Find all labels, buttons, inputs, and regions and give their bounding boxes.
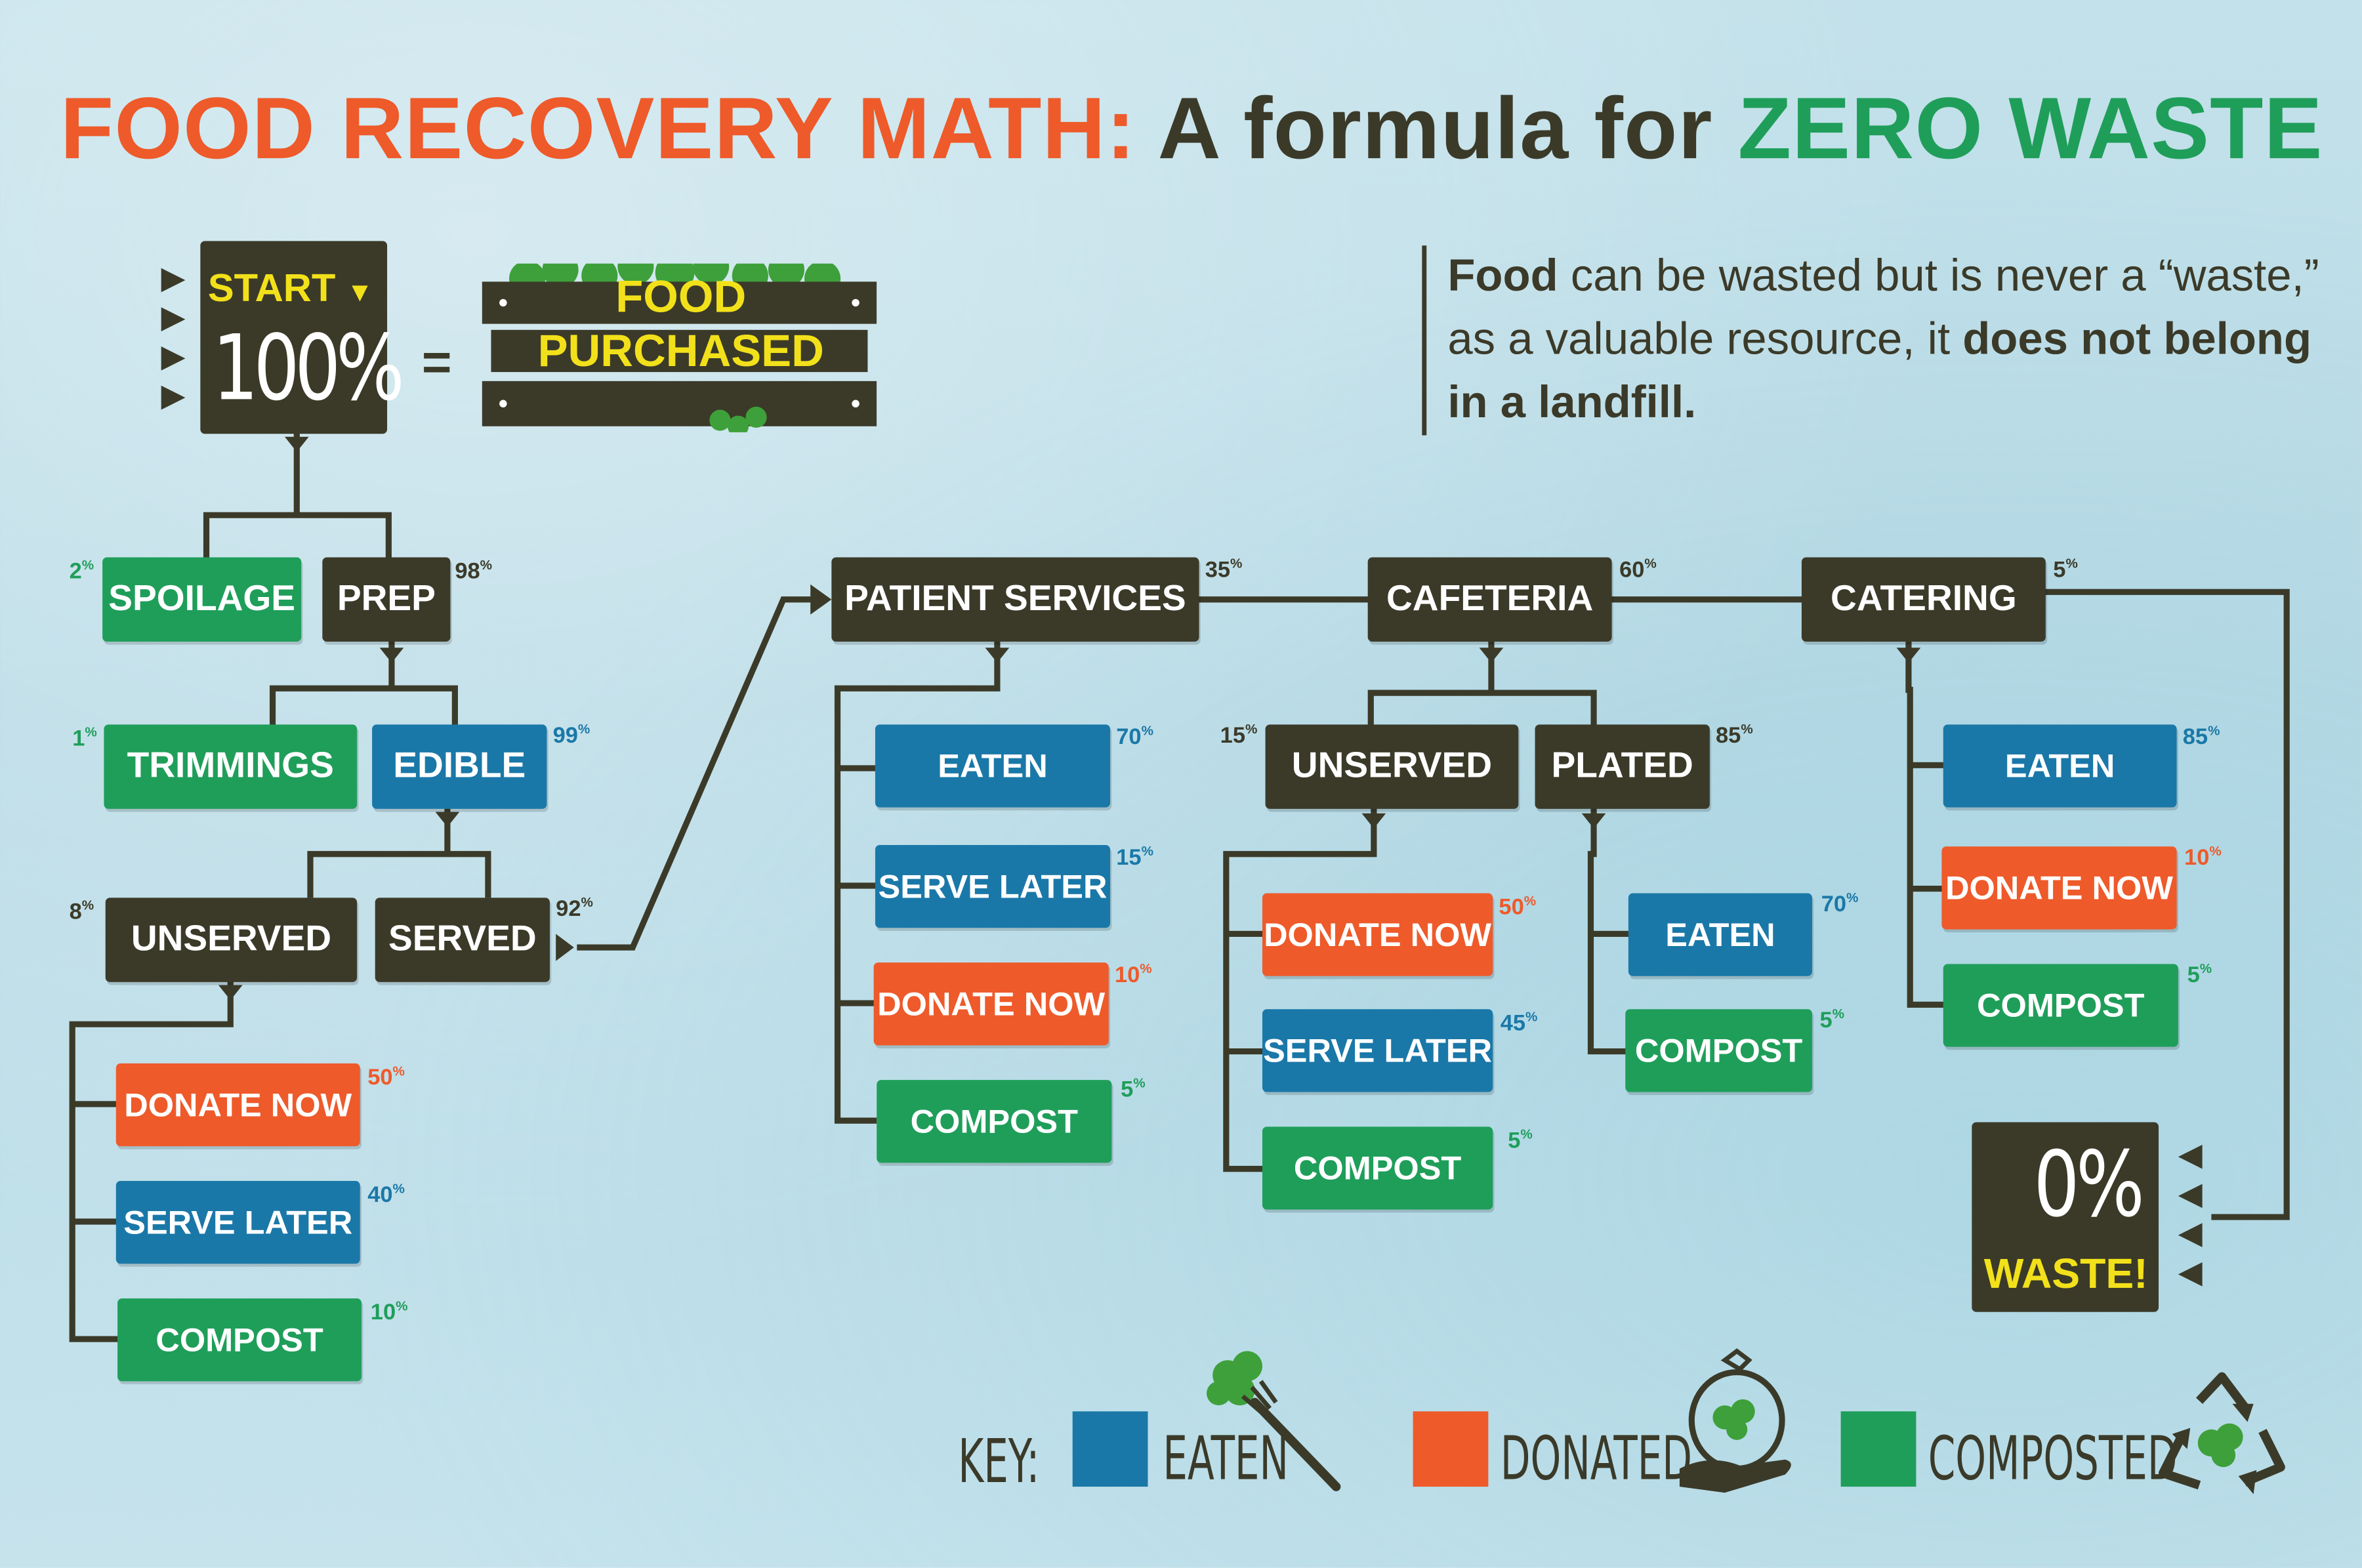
node-patient-compost: COMPOST — [877, 1080, 1112, 1163]
node-catering: CATERING — [1801, 557, 2046, 642]
node-patient-eaten: EATEN — [875, 724, 1111, 808]
pct-cafeteria-plated: 85% — [1716, 721, 1753, 749]
donation-hand-icon — [1679, 1348, 1791, 1493]
pct-patient-serve-later: 15% — [1116, 843, 1153, 871]
pct-edible: 99% — [552, 721, 590, 749]
node-cafeteria-unserved: UNSERVED — [1265, 724, 1519, 809]
pct-catering-compost: 5% — [2187, 960, 2212, 989]
broccoli-fork-icon — [1207, 1351, 1341, 1491]
node-cafeteria-donate: DONATE NOW — [1262, 893, 1493, 976]
tagline-quote: Food can be wasted but is never a “waste… — [1422, 245, 2352, 436]
pct-unserved-donate: 50% — [367, 1063, 405, 1091]
node-catering-donate: DONATE NOW — [1941, 846, 2177, 930]
pct-catering-eaten: 85% — [2182, 723, 2220, 751]
pct-unserved-compost: 10% — [370, 1298, 408, 1326]
title-part-3: ZERO WASTE — [1737, 79, 2323, 178]
key-donated-label: DONATED — [1500, 1424, 1693, 1495]
pct-cafeteria-serve-later: 45% — [1500, 1009, 1538, 1037]
pct-cafeteria-unserved: 15% — [1220, 721, 1258, 749]
pct-unserved: 8% — [69, 897, 94, 925]
key-label: KEY: — [958, 1428, 1040, 1498]
pct-spoilage: 2% — [69, 557, 94, 585]
pct-trimmings: 1% — [72, 724, 97, 752]
node-cafeteria: CAFETERIA — [1367, 557, 1612, 642]
node-unserved-donate: DONATE NOW — [115, 1063, 360, 1147]
key-donated-swatch — [1413, 1411, 1489, 1487]
pct-served: 92% — [556, 894, 593, 922]
node-patient-donate: DONATE NOW — [873, 962, 1109, 1046]
node-prep: PREP — [322, 557, 451, 642]
food-crate-icon — [482, 263, 877, 432]
key-eaten-swatch — [1072, 1411, 1148, 1487]
start-value: 100% — [212, 316, 405, 422]
quote-bold-2: does not belong in a landfill. — [1447, 314, 2312, 428]
node-unserved: UNSERVED — [105, 897, 358, 982]
quote-text: can be wasted but is never a “waste,” as… — [1447, 251, 2319, 365]
title-part-2: A formula for — [1157, 79, 1713, 178]
zero-waste-value: 0% — [2033, 1132, 2144, 1239]
node-cafeteria-compost: COMPOST — [1262, 1126, 1493, 1210]
node-plated-compost: COMPOST — [1625, 1009, 1812, 1092]
zero-waste-box — [1972, 1122, 2159, 1312]
node-cafeteria-plated: PLATED — [1535, 724, 1710, 809]
recycle-icon — [2159, 1372, 2285, 1495]
page-title: FOOD RECOVERY MATH: A formula for ZERO W… — [60, 78, 2323, 179]
quote-bold-1: Food — [1447, 251, 1558, 302]
node-spoilage: SPOILAGE — [102, 557, 302, 642]
food-purchased-label: FOOD PURCHASED — [537, 272, 824, 377]
key-composted-swatch — [1840, 1411, 1917, 1487]
equals-sign: = — [421, 334, 452, 392]
pct-patient-services: 35% — [1205, 556, 1243, 583]
pct-unserved-serve-later: 40% — [367, 1180, 405, 1208]
pct-catering: 5% — [2053, 556, 2078, 583]
node-catering-eaten: EATEN — [1943, 724, 2177, 808]
node-patient-serve-later: SERVE LATER — [875, 845, 1111, 928]
pct-cafeteria: 60% — [1619, 556, 1657, 583]
pct-cafeteria-donate: 50% — [1499, 893, 1537, 920]
pct-catering-donate: 10% — [2184, 843, 2222, 871]
start-label: START ▼ — [207, 265, 373, 310]
node-unserved-serve-later: SERVE LATER — [115, 1180, 360, 1264]
pct-patient-donate: 10% — [1114, 960, 1152, 989]
node-cafeteria-serve-later: SERVE LATER — [1262, 1009, 1493, 1092]
node-edible: EDIBLE — [372, 724, 547, 809]
pct-patient-compost: 5% — [1121, 1075, 1146, 1103]
pct-prep: 98% — [455, 557, 493, 585]
start-box — [200, 241, 388, 434]
node-patient-services: PATIENT SERVICES — [831, 557, 1199, 642]
title-part-1: FOOD RECOVERY MATH: — [60, 79, 1136, 178]
node-plated-eaten: EATEN — [1628, 893, 1812, 976]
node-unserved-compost: COMPOST — [117, 1298, 362, 1382]
pct-plated-eaten: 70% — [1821, 890, 1859, 918]
pct-plated-compost: 5% — [1819, 1006, 1845, 1033]
node-trimmings: TRIMMINGS — [104, 724, 358, 809]
zero-waste-label: WASTE! — [1983, 1250, 2148, 1297]
key-composted-label: COMPOSTED — [1928, 1424, 2178, 1495]
pct-cafeteria-compost: 5% — [1508, 1126, 1533, 1154]
pct-patient-eaten: 70% — [1116, 723, 1153, 751]
key-eaten-label: EATEN — [1163, 1424, 1289, 1495]
node-catering-compost: COMPOST — [1943, 964, 2178, 1047]
node-served: SERVED — [375, 897, 550, 982]
